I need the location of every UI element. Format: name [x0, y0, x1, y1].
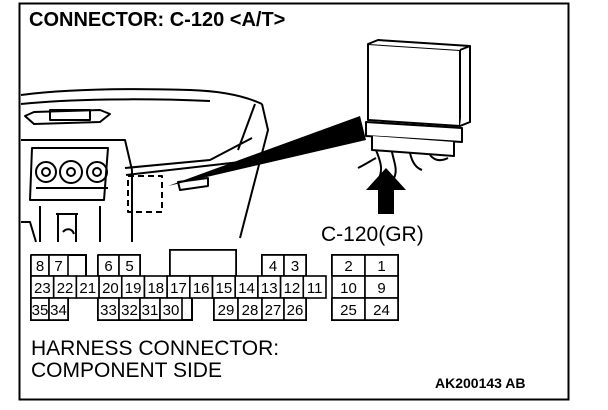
pin-31: 31	[142, 302, 159, 319]
pin-24: 24	[373, 302, 390, 319]
pin-30-cell	[159, 297, 183, 321]
pin-29: 29	[218, 302, 235, 319]
pin-1: 1	[377, 258, 385, 275]
pin-18: 18	[147, 280, 164, 297]
pin-7: 7	[54, 258, 62, 275]
pin-32: 32	[121, 302, 138, 319]
pin-8: 8	[36, 258, 44, 275]
diagram-title: CONNECTOR: C-120 <A/T>	[29, 9, 285, 31]
pin-12: 12	[284, 280, 301, 297]
pin-15: 15	[216, 280, 233, 297]
pin-11-cell	[302, 275, 327, 299]
pin-22: 22	[57, 280, 74, 297]
pin-3: 3	[291, 258, 299, 275]
pin-27: 27	[265, 302, 282, 319]
dashboard-illustration	[20, 88, 269, 243]
pin-11: 11	[307, 280, 323, 297]
pin-6: 6	[104, 258, 112, 275]
ecu-module	[357, 39, 471, 181]
pin-28: 28	[242, 302, 259, 319]
pin-30: 30	[163, 302, 180, 319]
pin-14: 14	[238, 280, 255, 297]
pin-9: 9	[377, 280, 385, 297]
pin-20: 20	[102, 280, 119, 297]
pin-21: 21	[79, 280, 96, 297]
footer-line-1: HARNESS CONNECTOR:	[31, 337, 279, 360]
pin-10: 10	[340, 280, 357, 297]
footer-line-2: COMPONENT SIDE	[31, 359, 222, 382]
pin-26: 26	[287, 302, 304, 319]
pin-25: 25	[340, 302, 357, 319]
pin-16: 16	[193, 280, 210, 297]
pin-34-cell	[48, 297, 69, 321]
frame-border	[18, 2, 570, 401]
pin-19: 19	[125, 280, 142, 297]
pin-17: 17	[170, 280, 187, 297]
pin-34: 34	[50, 302, 67, 319]
pin-5: 5	[125, 258, 133, 275]
pin-35: 35	[32, 302, 49, 319]
pin-2: 2	[344, 258, 352, 275]
pointer-wedge	[168, 116, 366, 186]
pin-33: 33	[100, 302, 117, 319]
figure-code: AK200143 AB	[435, 375, 526, 391]
pin-13: 13	[261, 280, 278, 297]
connector-key-block	[169, 249, 237, 277]
pin-23: 23	[34, 280, 51, 297]
pin-4: 4	[269, 258, 277, 275]
connector-label: C-120(GR)	[321, 223, 424, 246]
pin-26-cell	[283, 297, 307, 321]
pin-24-cell	[364, 297, 399, 321]
connector-arrow	[366, 168, 406, 214]
